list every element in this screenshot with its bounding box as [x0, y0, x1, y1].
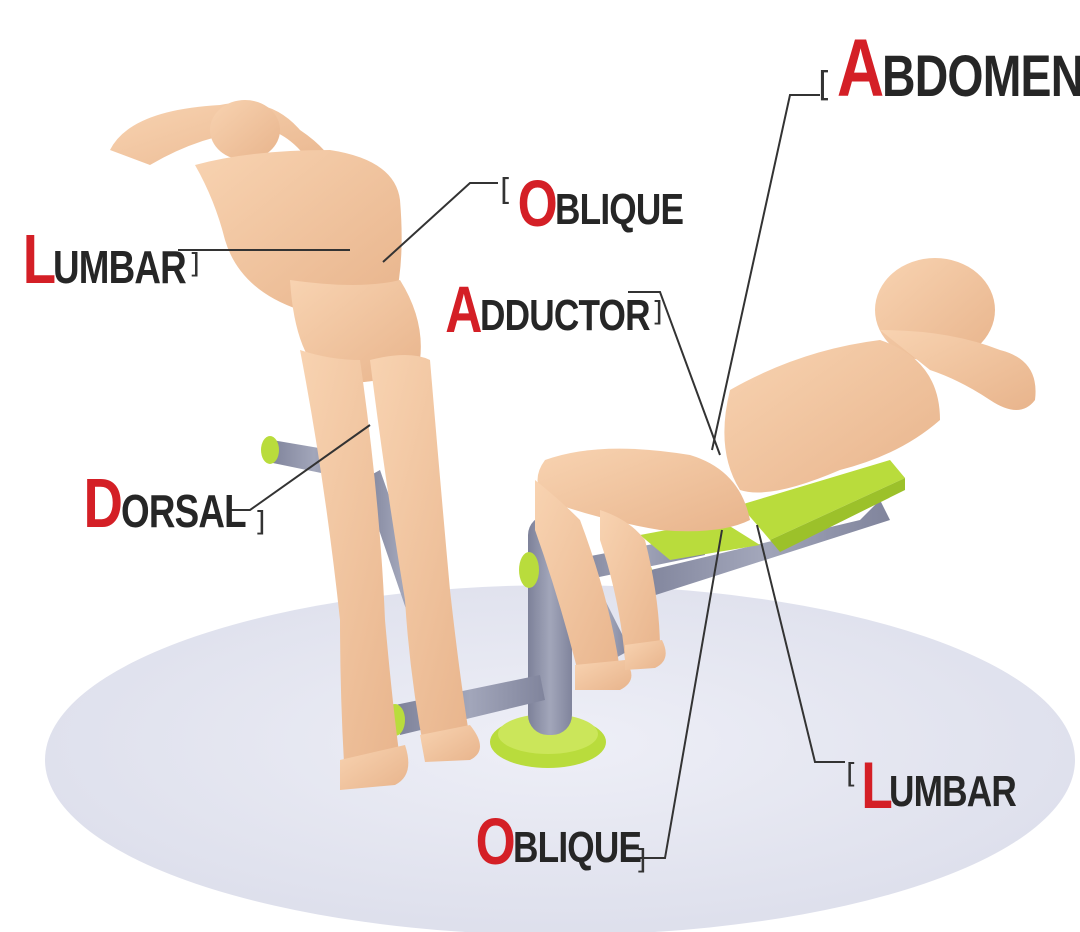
label-initial: O [476, 808, 516, 874]
label-text: BDOMEN [882, 48, 1080, 106]
label-bracket: [ [818, 68, 831, 102]
label-initial: A [837, 28, 884, 110]
label-lumbar-left: L UMBAR ] [18, 224, 200, 294]
label-bracket: ] [652, 298, 663, 326]
label-initial: L [23, 224, 56, 294]
label-text: UMBAR [53, 244, 186, 290]
label-oblique-bottom: O BLIQUE ] [470, 808, 647, 874]
label-lumbar-right: [ L UMBAR [846, 752, 1048, 818]
label-dorsal: D ORSAL ] [78, 468, 266, 538]
label-bracket: ] [189, 250, 200, 278]
label-initial: O [517, 170, 557, 236]
label-text: BLIQUE [555, 188, 683, 232]
label-text: UMBAR [889, 770, 1016, 814]
label-abdomen: [ A BDOMEN [818, 28, 1080, 110]
label-bracket: [ [846, 760, 857, 788]
label-text: ORSAL [121, 488, 246, 534]
label-bracket: [ [500, 176, 512, 206]
label-text: BLIQUE [513, 826, 641, 870]
label-bracket: ] [255, 508, 266, 536]
label-oblique-top: [ O BLIQUE [500, 170, 715, 236]
label-text: DDUCTOR [480, 294, 650, 338]
label-initial: D [84, 468, 123, 538]
label-initial: A [445, 276, 482, 342]
label-adductor: A DDUCTOR ] [440, 276, 663, 342]
